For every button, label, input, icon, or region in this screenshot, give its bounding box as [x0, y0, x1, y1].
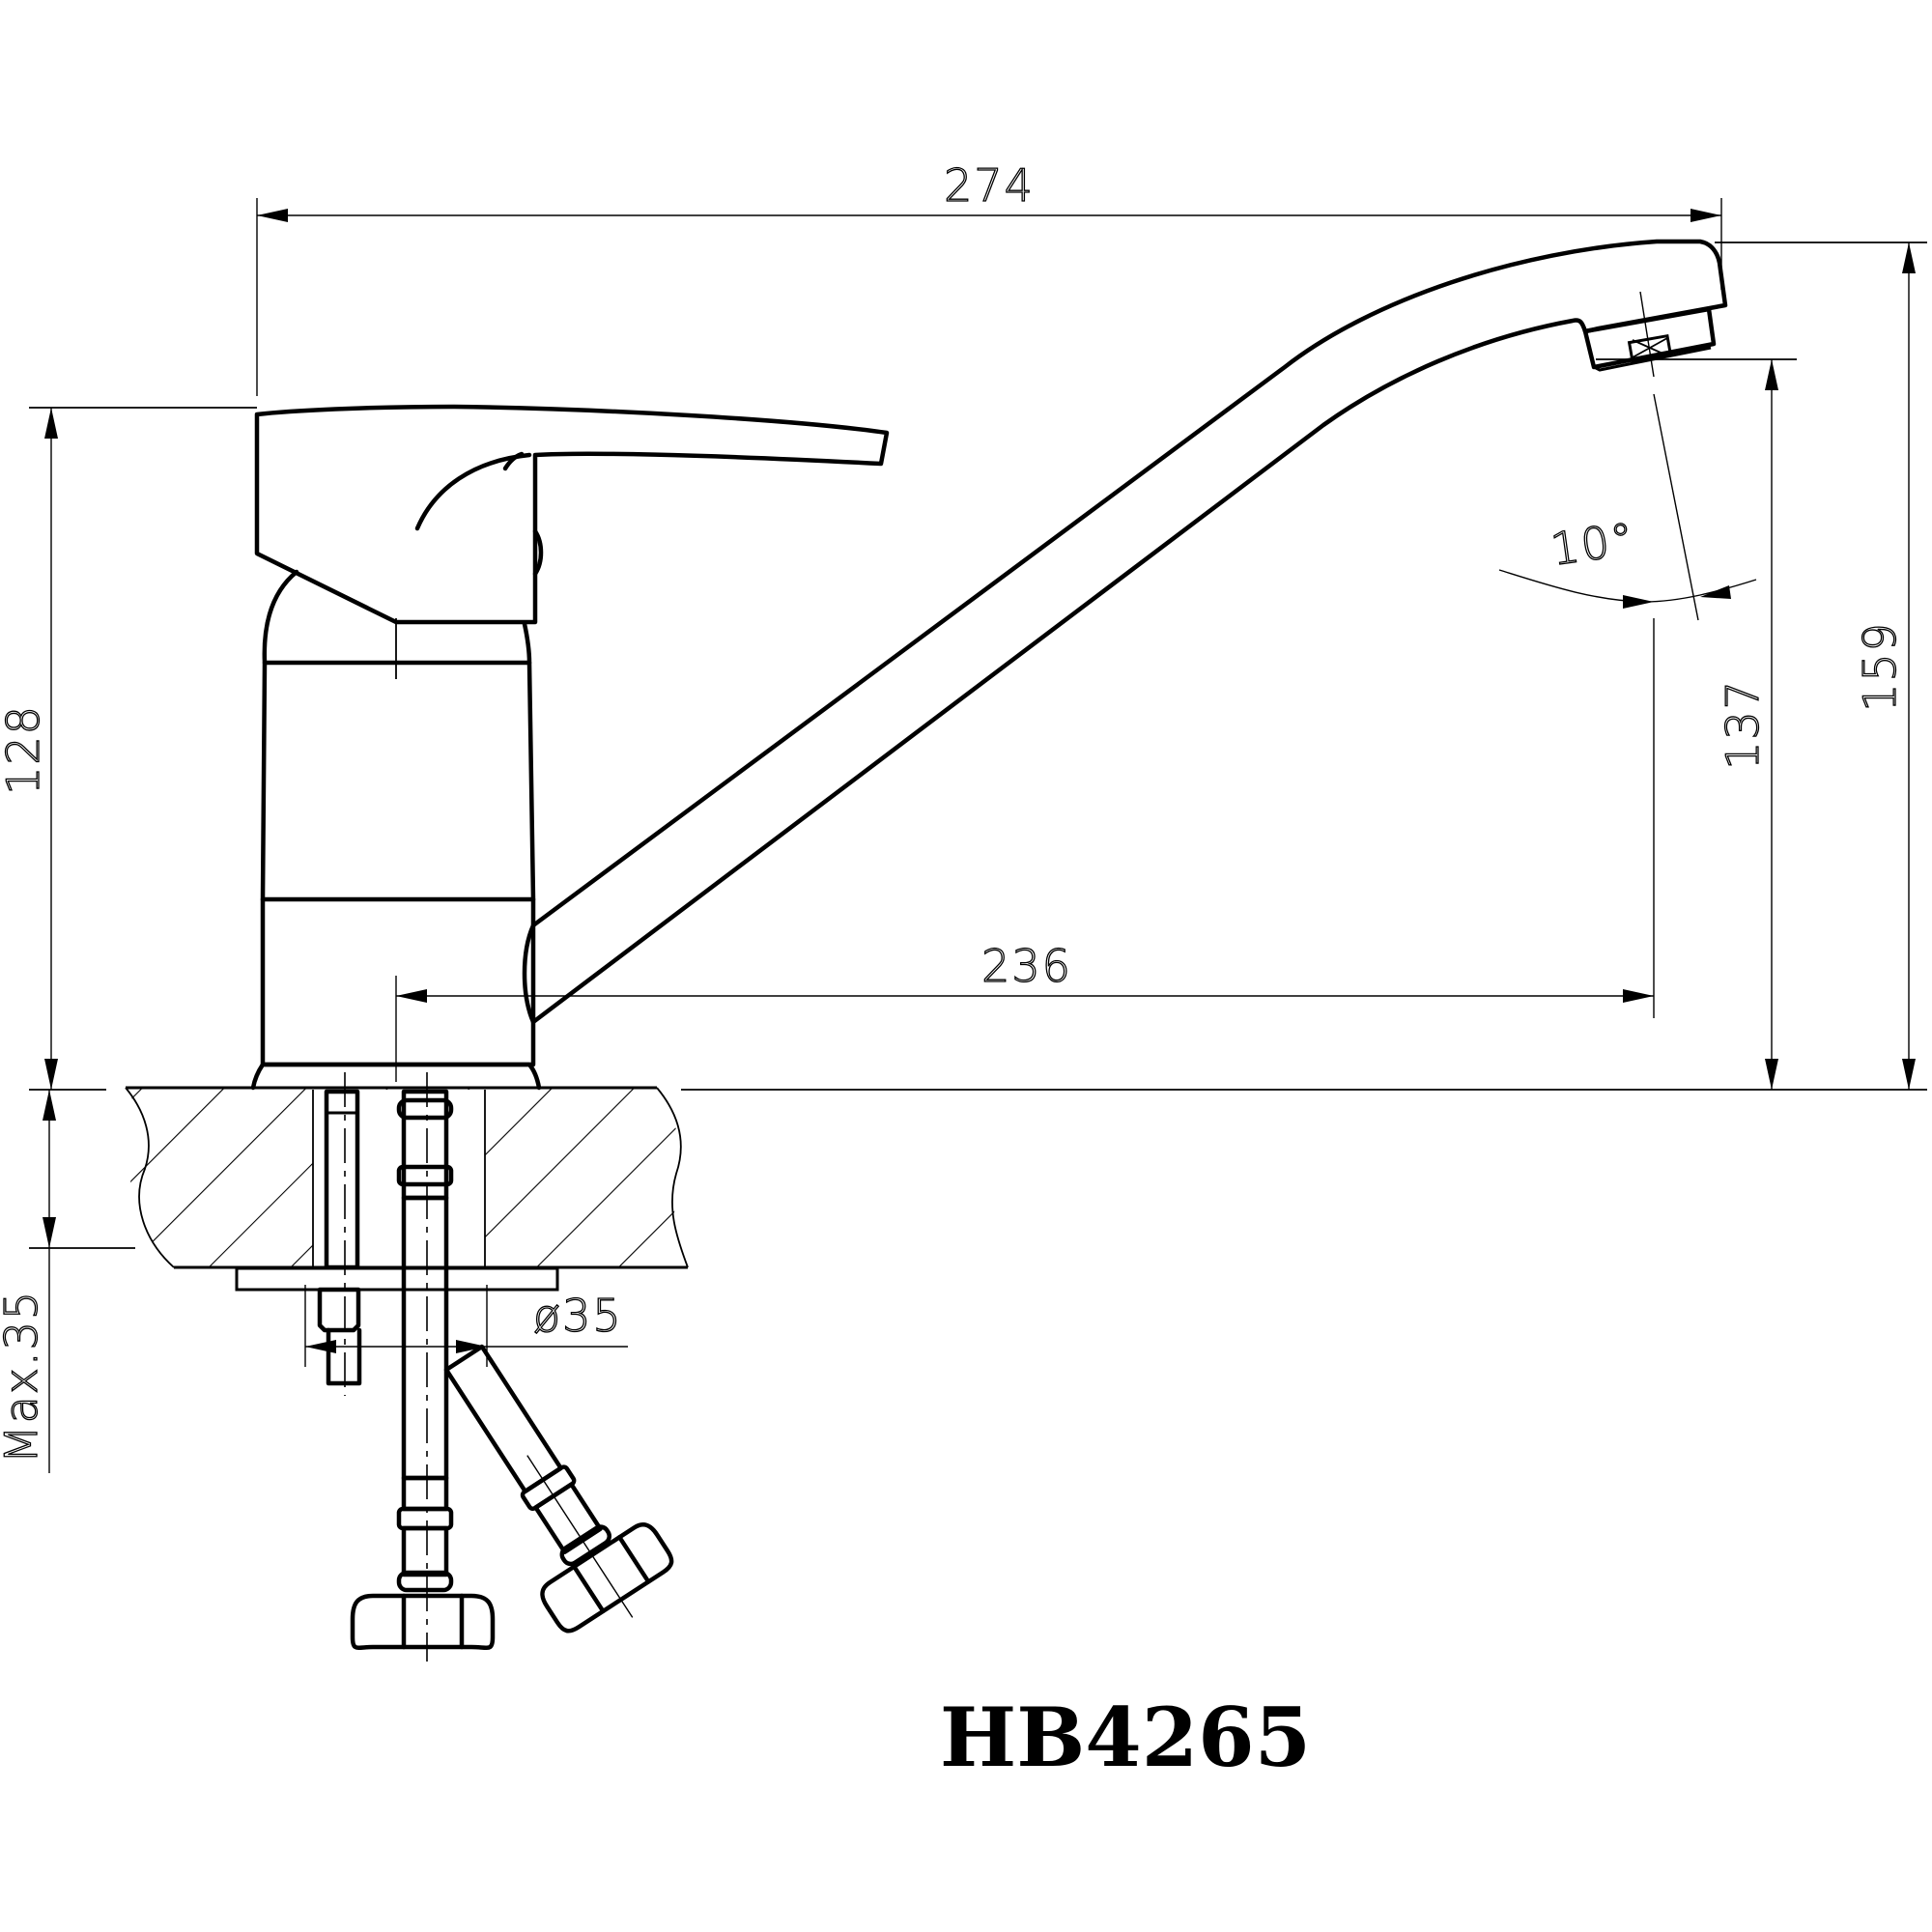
dim-128-label: 128: [0, 704, 49, 795]
dim-aerator-height: 137: [1716, 359, 1778, 1090]
dim-hole-diameter: ø35: [304, 1285, 628, 1367]
mounting-washer: [235, 1266, 559, 1292]
dim-10deg-label: 10°: [1548, 512, 1638, 576]
model-title: HB4265: [940, 1690, 1311, 1785]
supply-hose-angled: [443, 1344, 674, 1634]
countertop-section: [125, 1086, 689, 1269]
dim-overall-length: 274: [256, 158, 1722, 396]
dim-handle-height: 128: [0, 408, 58, 1090]
mounting-stud: [317, 1072, 362, 1396]
dim-137-label: 137: [1717, 679, 1769, 770]
datum-lines: [29, 242, 1927, 1249]
dim-236-label: 236: [981, 940, 1072, 992]
dim-spout-reach: 236: [395, 618, 1655, 1082]
dim-spout-height: 159: [1853, 242, 1916, 1090]
dim-159-label: 159: [1854, 621, 1906, 712]
dim-d35-label: ø35: [533, 1290, 623, 1342]
supply-hose-straight: [350, 1072, 496, 1662]
lever-handle: [254, 404, 890, 679]
dim-deck-thickness: Max.35: [0, 1090, 56, 1473]
dim-max35-label: Max.35: [0, 1290, 47, 1463]
dim-274-label: 274: [944, 159, 1035, 212]
swivel-spout: [522, 239, 1728, 1025]
dim-aerator-angle: 10°: [1498, 393, 1757, 621]
